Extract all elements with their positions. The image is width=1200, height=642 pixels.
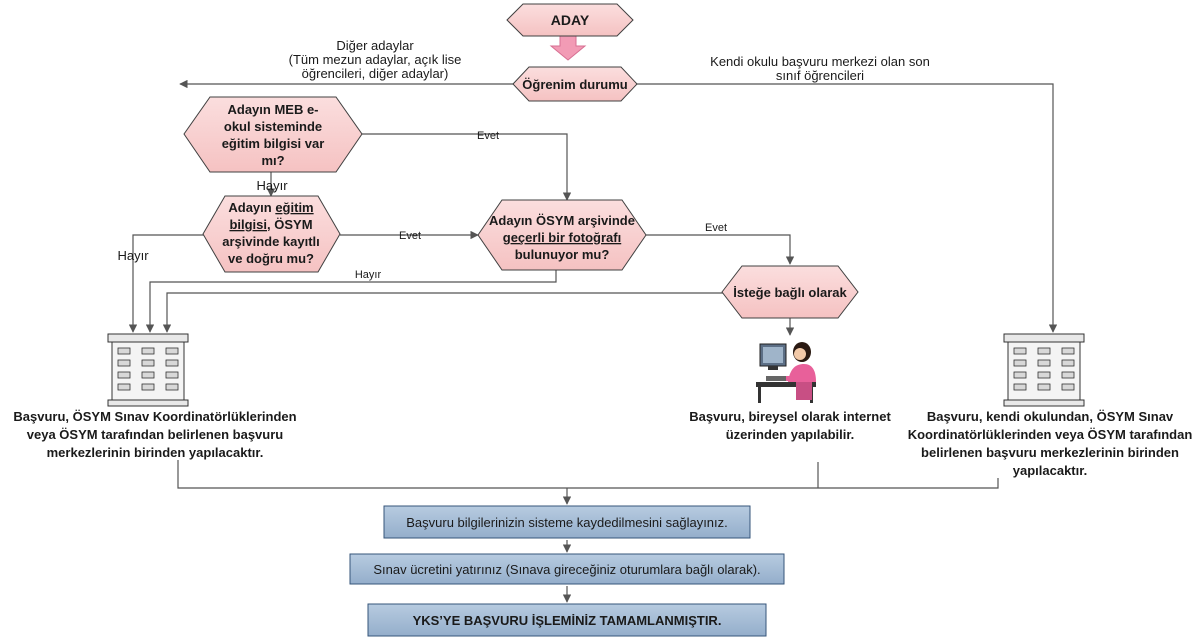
hayir-label-2: Hayır — [117, 248, 149, 263]
caption-right-3: belirlenen başvuru merkezlerinin birinde… — [921, 445, 1179, 460]
evet-label-1: Evet — [477, 130, 499, 142]
connectors — [128, 35, 1058, 603]
edge-hayir-3 — [145, 270, 557, 333]
aday-down-arrow — [549, 35, 587, 61]
foto-line-2: geçerli bir fotoğrafı — [503, 230, 621, 245]
node-istege-bagli: İsteğe bağlı olarak — [721, 265, 859, 319]
node-ogrenim-durumu: Öğrenim durumu — [512, 66, 638, 102]
caption-right-1: Başvuru, kendi okulundan, ÖSYM Sınav — [927, 409, 1174, 424]
step-2: Sınav ücretini yatırınız (Sınava gireceğ… — [349, 553, 785, 585]
edge-evet-1 — [362, 133, 572, 201]
step-3: YKS’YE BAŞVURU İŞLEMİNİZ TAMAMLANMIŞTIR. — [367, 603, 767, 637]
caption-left-2: veya ÖSYM tarafından belirlenen başvuru — [27, 427, 284, 442]
edge-evet-3 — [646, 234, 795, 265]
osym-kayit-line-3: arşivinde kayıtlı — [222, 234, 320, 249]
caption-middle-2: üzerinden yapılabilir. — [726, 427, 855, 442]
osym-kayit-line-1: Adayın eğitim — [228, 200, 313, 215]
step-2-label: Sınav ücretini yatırınız (Sınava gireceğ… — [373, 562, 760, 577]
step-3-label: YKS’YE BAŞVURU İŞLEMİNİZ TAMAMLANMIŞTIR. — [413, 613, 722, 628]
osym-kayit-line-2: bilgisi, ÖSYM — [229, 217, 312, 232]
meb-line-2: okul sisteminde — [224, 119, 322, 134]
building-icon — [107, 333, 189, 407]
node-aday: ADAY — [506, 3, 634, 37]
node-osym-kayit: Adayın eğitim bilgisi, ÖSYM arşivinde ka… — [202, 195, 341, 273]
step-1-label: Başvuru bilgilerinizin sisteme kaydedilm… — [406, 515, 728, 530]
foto-line-3: bulunuyor mu? — [515, 247, 610, 262]
istege-label: İsteğe bağlı olarak — [733, 285, 847, 300]
hayir-label-1: Hayır — [256, 178, 288, 193]
edge-hayir-2 — [128, 234, 205, 333]
evet-label-2: Evet — [399, 230, 421, 242]
kendi-line-2: sınıf öğrencileri — [776, 68, 864, 83]
caption-left-1: Başvuru, ÖSYM Sınav Koordinatörlüklerind… — [13, 409, 296, 424]
diger-line-2: (Tüm mezun adaylar, açık lise — [289, 52, 462, 67]
meb-line-3: eğitim bilgisi var — [222, 136, 325, 151]
osym-kayit-line-4: ve doğru mu? — [228, 251, 314, 266]
ogrenim-label: Öğrenim durumu — [522, 77, 628, 92]
meb-line-1: Adayın MEB e- — [227, 102, 318, 117]
caption-left-3: merkezlerinin birinden yapılacaktır. — [47, 445, 264, 460]
caption-right-2: Koordinatörlüklerinden veya ÖSYM tarafın… — [908, 427, 1193, 442]
caption-middle-1: Başvuru, bireysel olarak internet — [689, 409, 891, 424]
meb-line-4: mı? — [261, 153, 284, 168]
node-fotograf: Adayın ÖSYM arşivinde geçerli bir fotoğr… — [477, 199, 647, 271]
node-meb-e-okul: Adayın MEB e- okul sisteminde eğitim bil… — [183, 96, 363, 173]
caption-middle: Başvuru, bireysel olarak internet üzerin… — [689, 409, 891, 442]
diger-line-3: öğrencileri, diğer adaylar) — [302, 66, 449, 81]
caption-left: Başvuru, ÖSYM Sınav Koordinatörlüklerind… — [13, 409, 296, 460]
aday-label: ADAY — [551, 12, 590, 28]
step-1: Başvuru bilgilerinizin sisteme kaydedilm… — [383, 505, 751, 539]
edge-kendi — [622, 83, 1058, 333]
merge-line — [177, 460, 999, 489]
edge-istege-building — [162, 292, 724, 333]
caption-right: Başvuru, kendi okulundan, ÖSYM Sınav Koo… — [908, 409, 1193, 478]
evet-label-3: Evet — [705, 222, 727, 234]
hayir-label-3: Hayır — [355, 269, 382, 281]
diger-line-1: Diğer adaylar — [336, 38, 414, 53]
person-at-computer-icon — [756, 342, 816, 403]
edge-labels: Diğer adaylar (Tüm mezun adaylar, açık l… — [117, 38, 929, 281]
caption-right-4: yapılacaktır. — [1013, 463, 1087, 478]
foto-line-1: Adayın ÖSYM arşivinde — [489, 213, 635, 228]
building-icon — [1003, 333, 1085, 407]
kendi-line-1: Kendi okulu başvuru merkezi olan son — [710, 54, 930, 69]
